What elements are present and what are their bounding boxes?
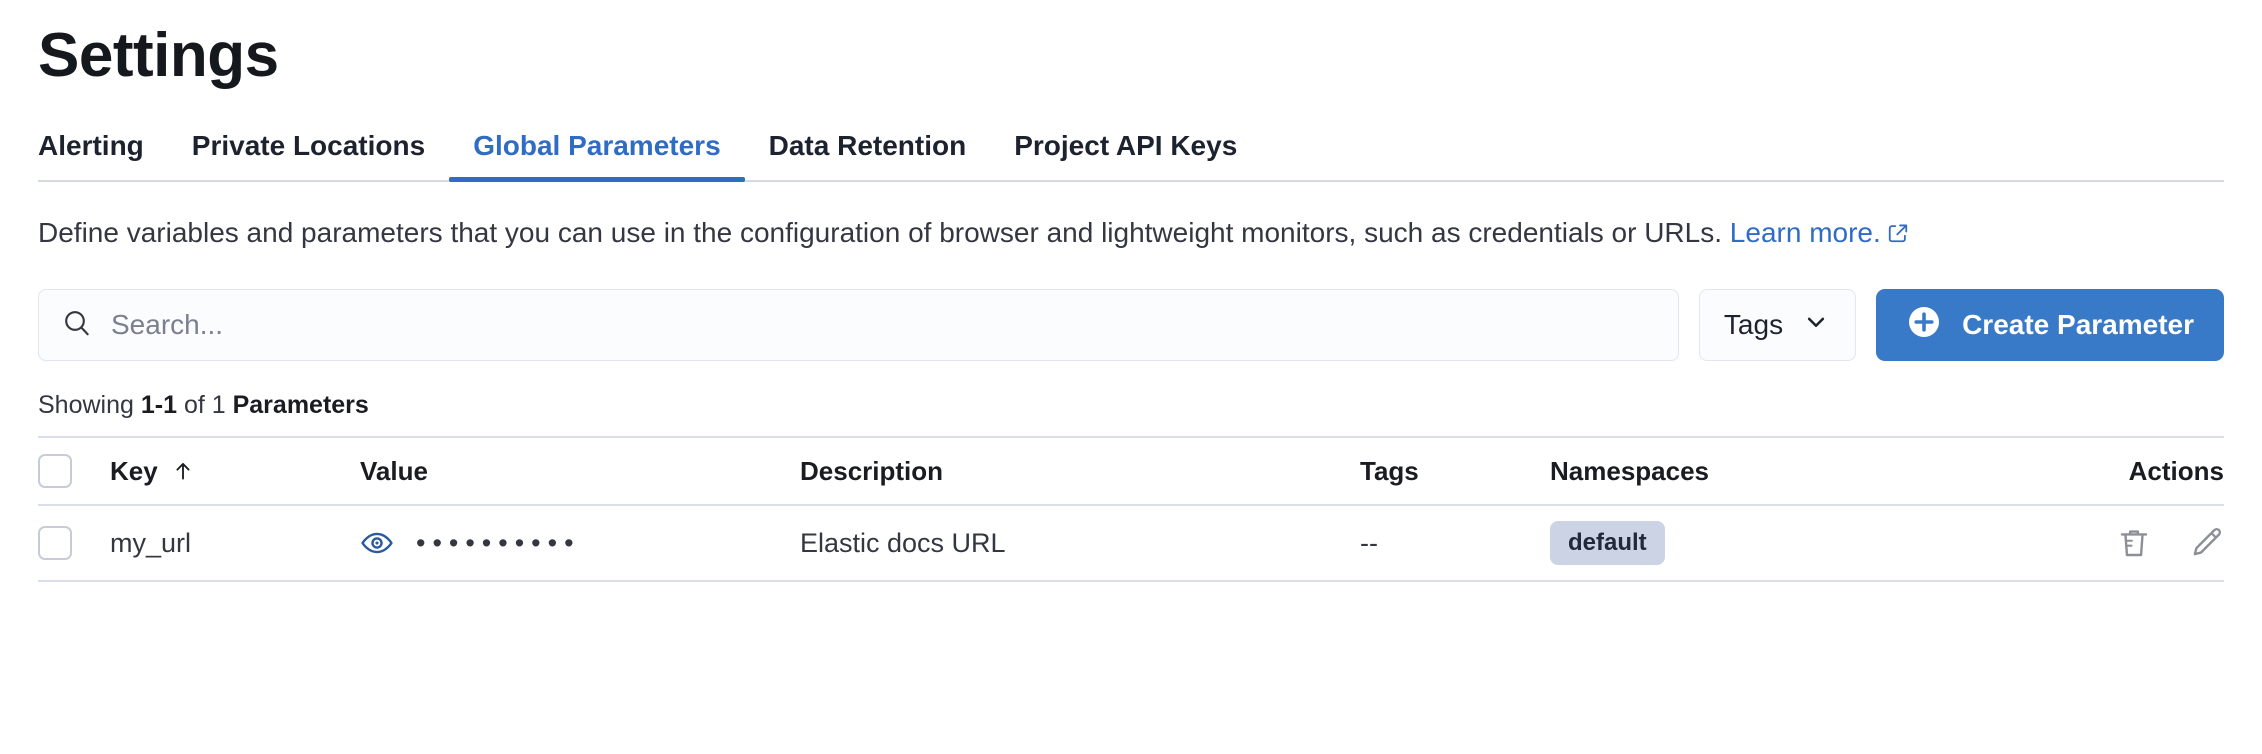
showing-range: 1-1 <box>140 391 177 420</box>
select-all-cell <box>38 454 110 489</box>
tags-filter-button[interactable]: Tags <box>1698 289 1857 362</box>
tab-global-parameters[interactable]: Global Parameters <box>449 130 746 183</box>
cell-actions <box>2004 525 2224 561</box>
cell-key: my_url <box>110 527 192 558</box>
column-header-namespaces-label: Namespaces <box>1550 455 1709 486</box>
column-header-actions: Actions <box>2004 456 2224 487</box>
create-parameter-label: Create Parameter <box>1962 309 2194 341</box>
learn-more-link[interactable]: Learn more. <box>1729 217 1881 249</box>
tab-data-retention[interactable]: Data Retention <box>745 130 991 180</box>
column-header-description-label: Description <box>800 455 944 486</box>
namespace-badge: default <box>1550 521 1665 566</box>
trash-icon[interactable] <box>2116 525 2152 561</box>
column-header-key[interactable]: Key <box>110 456 360 487</box>
column-header-tags-label: Tags <box>1360 455 1419 486</box>
search-icon <box>61 307 93 344</box>
chevron-down-icon <box>1801 307 1831 344</box>
controls-row: Tags Create Parameter <box>38 289 2224 362</box>
column-header-namespaces[interactable]: Namespaces <box>1550 456 2004 487</box>
cell-value: •••••••••• <box>360 526 800 560</box>
row-select-checkbox[interactable] <box>38 526 72 561</box>
select-all-checkbox[interactable] <box>38 454 72 489</box>
cell-tags: -- <box>1360 527 1378 558</box>
plus-circle-icon <box>1906 304 1942 347</box>
search-box[interactable] <box>38 289 1679 362</box>
arrow-up-icon <box>170 458 196 484</box>
page-title: Settings <box>38 21 279 90</box>
column-header-value[interactable]: Value <box>360 456 800 487</box>
external-link-icon <box>1887 214 1909 255</box>
settings-page: Settings Alerting Private Locations Glob… <box>0 21 2262 754</box>
column-header-actions-label: Actions <box>2128 455 2224 486</box>
column-header-tags[interactable]: Tags <box>1360 456 1550 487</box>
description-text: Define variables and parameters that you… <box>38 217 1730 249</box>
results-count: Showing 1-1 of 1 Parameters <box>38 391 2224 420</box>
table-bottom-divider <box>38 580 2224 583</box>
tab-private-locations[interactable]: Private Locations <box>168 130 449 180</box>
masked-value: •••••••••• <box>416 527 581 558</box>
column-header-key-label: Key <box>110 455 158 486</box>
row-select-cell <box>38 526 110 561</box>
tags-filter-label: Tags <box>1723 309 1784 341</box>
showing-entity: Parameters <box>225 391 369 420</box>
tab-alerting[interactable]: Alerting <box>38 130 168 180</box>
showing-total: 1 <box>211 391 226 420</box>
table-header-row: Key Value Description Tags Namespaces <box>38 436 2224 504</box>
column-header-value-label: Value <box>360 455 428 486</box>
parameters-table: Key Value Description Tags Namespaces <box>38 436 2224 583</box>
page-description: Define variables and parameters that you… <box>38 212 2224 255</box>
tab-project-api-keys[interactable]: Project API Keys <box>990 130 1261 180</box>
cell-description: Elastic docs URL <box>800 527 1006 558</box>
eye-icon[interactable] <box>360 526 394 560</box>
showing-prefix: Showing <box>38 391 141 420</box>
search-input[interactable] <box>111 309 1656 342</box>
table-row: my_url •••••••••• Elastic docs URL -- de… <box>38 504 2224 580</box>
cell-namespaces: default <box>1550 521 2004 566</box>
pencil-icon[interactable] <box>2188 525 2224 561</box>
create-parameter-button[interactable]: Create Parameter <box>1876 289 2224 362</box>
column-header-description[interactable]: Description <box>800 456 1360 487</box>
settings-tabs: Alerting Private Locations Global Parame… <box>38 130 2224 183</box>
showing-of: of <box>177 391 212 420</box>
